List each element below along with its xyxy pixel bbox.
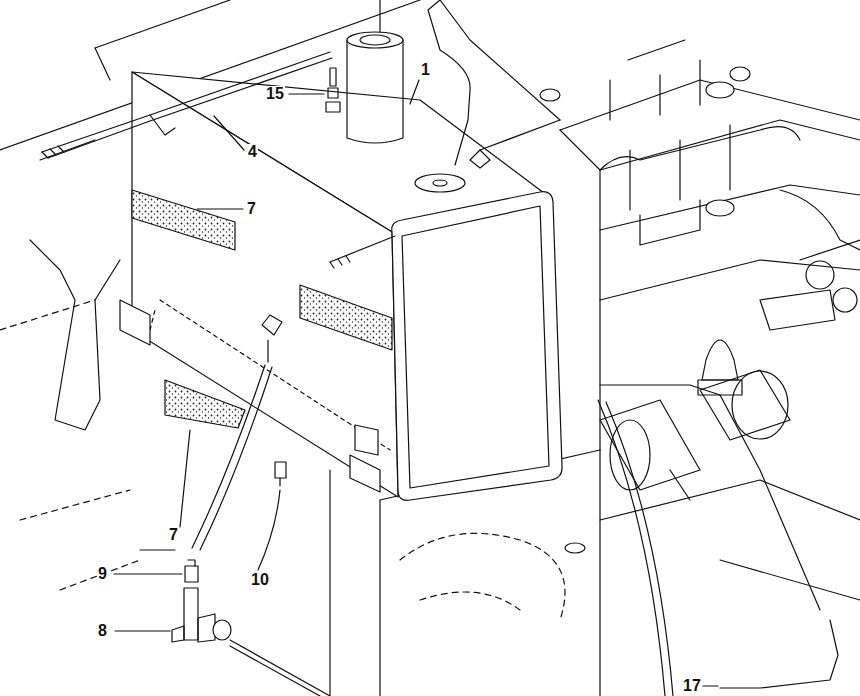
callout-number: 1	[420, 62, 431, 78]
callout-number: 7	[246, 201, 257, 217]
callout-number: 10	[250, 572, 270, 588]
callout-number: 9	[97, 566, 108, 582]
callout-number: 8	[97, 623, 108, 639]
callout-number: 7	[168, 527, 179, 543]
callout-number: 17	[682, 678, 702, 694]
callout-number: 15	[265, 86, 285, 102]
callout-number: 4	[247, 144, 258, 160]
